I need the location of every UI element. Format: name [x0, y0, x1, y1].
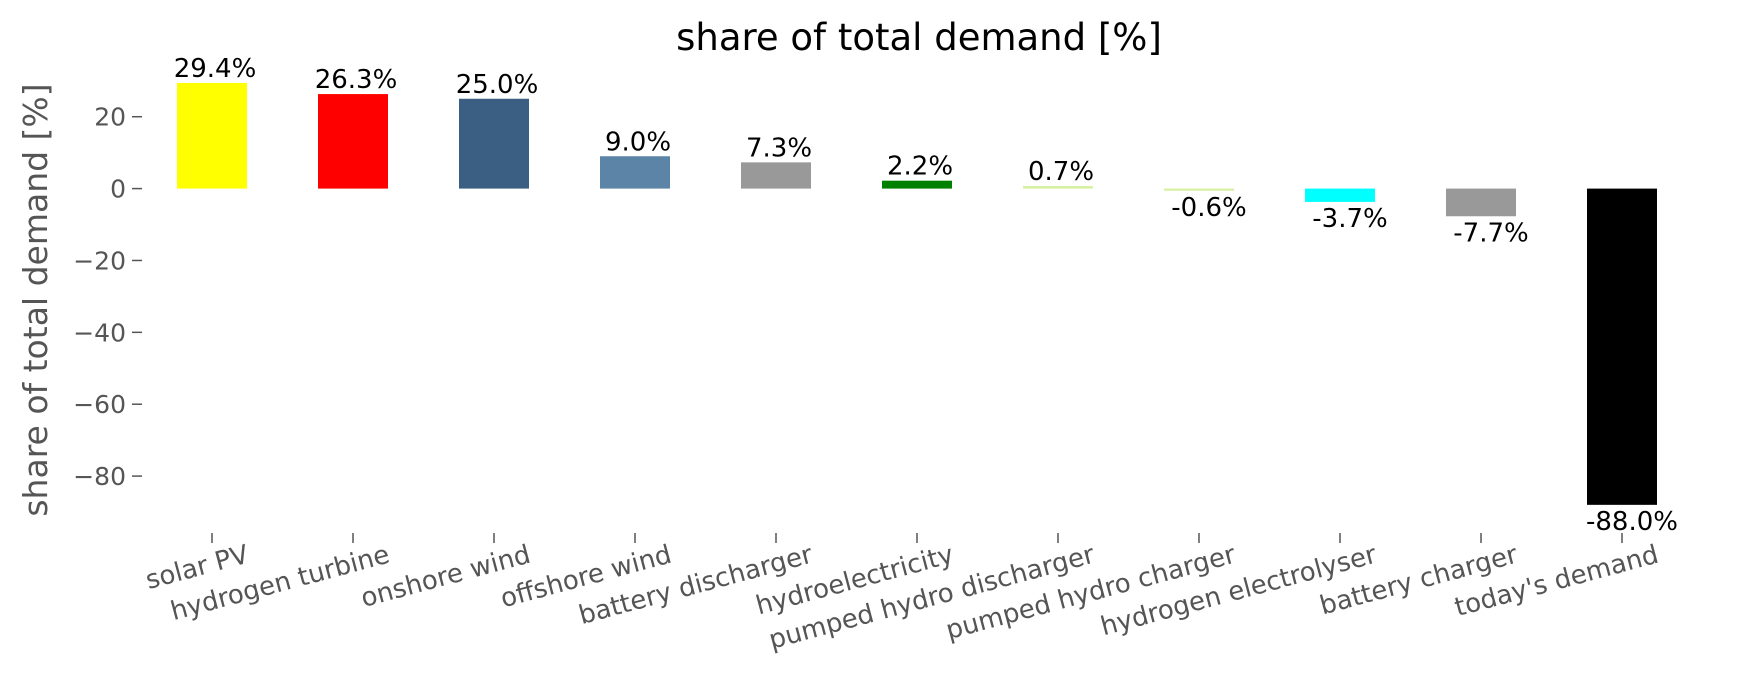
- data-label: -3.7%: [1312, 204, 1387, 234]
- y-tick-label: −20: [73, 246, 126, 275]
- data-label: 29.4%: [174, 54, 257, 84]
- bar: [318, 94, 388, 189]
- bar: [1023, 186, 1093, 189]
- y-tick-label: −60: [73, 390, 126, 419]
- y-axis: 20 0 −20 −40 −60 −80: [73, 103, 142, 491]
- data-label: 9.0%: [605, 127, 671, 157]
- bar: [1446, 188, 1516, 217]
- bar: [1587, 188, 1657, 505]
- y-tick-label: 20: [94, 103, 126, 132]
- data-label: -0.6%: [1171, 193, 1246, 223]
- data-label: 7.3%: [746, 133, 812, 163]
- data-label: -88.0%: [1586, 507, 1678, 537]
- y-axis-label: share of total demand [%]: [16, 83, 55, 516]
- y-tick-label: 0: [110, 175, 126, 204]
- data-label: 25.0%: [456, 70, 539, 100]
- bar: [882, 180, 952, 189]
- chart-title: share of total demand [%]: [676, 16, 1162, 59]
- data-label: 0.7%: [1028, 157, 1094, 187]
- data-label: 26.3%: [315, 65, 398, 95]
- bar: [177, 82, 247, 189]
- bar: [1305, 188, 1375, 202]
- y-tick-label: −80: [73, 462, 126, 491]
- bar: [1164, 188, 1234, 191]
- bar: [741, 162, 811, 189]
- data-label: -7.7%: [1453, 218, 1528, 248]
- bars-group: [177, 82, 1657, 505]
- bar: [600, 156, 670, 189]
- data-label: 2.2%: [887, 152, 953, 182]
- y-tick-label: −40: [73, 318, 126, 347]
- bar: [459, 98, 529, 189]
- data-labels-group: 29.4% 26.3% 25.0% 9.0% 7.3% 2.2% 0.7% -0.6% -3.7…: [174, 54, 1678, 537]
